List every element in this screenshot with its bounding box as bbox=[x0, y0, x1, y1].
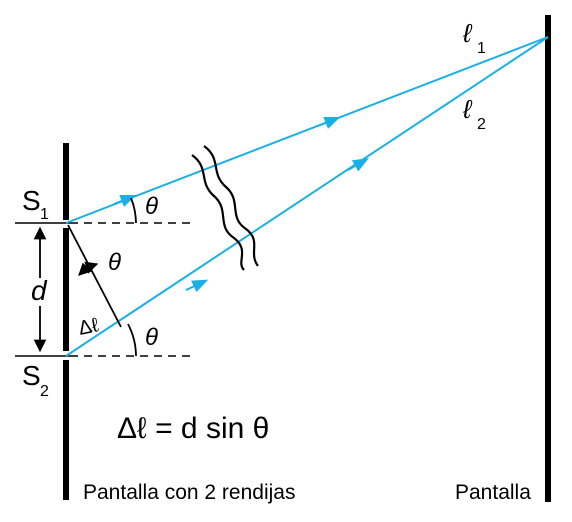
ray-2-arrow-a bbox=[185, 279, 209, 293]
label-l2-subscript: 2 bbox=[477, 116, 486, 133]
ray-1-arrow-b bbox=[317, 117, 341, 129]
label-theta-middle: θ bbox=[108, 249, 121, 276]
left-screen bbox=[63, 143, 69, 500]
formula: Δℓ = d sin θ bbox=[117, 412, 269, 445]
label-l1: ℓ bbox=[462, 18, 473, 48]
label-d: d bbox=[31, 275, 48, 306]
label-s2-subscript: 2 bbox=[40, 383, 49, 400]
theta-arc-bottom bbox=[127, 323, 137, 357]
label-delta-l: Δℓ bbox=[76, 314, 100, 340]
left-screen-top-segment bbox=[63, 143, 69, 220]
label-theta-bottom: θ bbox=[145, 324, 158, 351]
break-marks bbox=[188, 141, 259, 271]
ray-1 bbox=[65, 36, 549, 224]
label-l1-subscript: 1 bbox=[477, 40, 486, 57]
delta-l-line bbox=[67, 224, 122, 328]
label-theta-top: θ bbox=[145, 193, 158, 220]
label-s1-subscript: 1 bbox=[40, 206, 49, 223]
ray-1-arrow-a bbox=[113, 195, 137, 207]
ray-2 bbox=[65, 36, 549, 357]
label-l2: ℓ bbox=[462, 94, 473, 124]
caption-right-screen: Pantalla bbox=[455, 481, 531, 504]
left-screen-middle-segment bbox=[63, 228, 69, 351]
caption-left-screen: Pantalla con 2 rendijas bbox=[83, 481, 296, 504]
theta-arc-middle bbox=[78, 261, 99, 276]
label-s1: S bbox=[22, 185, 41, 216]
ray-2-arrow-b bbox=[347, 158, 369, 172]
label-s2: S bbox=[22, 360, 41, 391]
right-screen bbox=[545, 15, 551, 502]
theta-arc-top bbox=[130, 197, 137, 224]
left-screen-bottom-segment bbox=[63, 360, 69, 500]
